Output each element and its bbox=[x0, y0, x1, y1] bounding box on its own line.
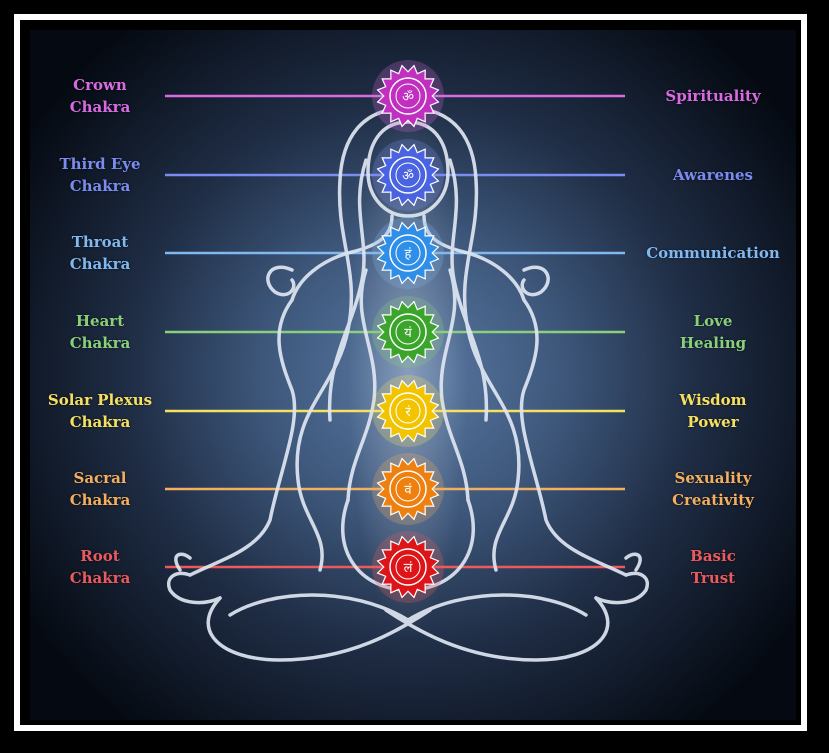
chakra-inner-ring bbox=[395, 476, 421, 502]
chakra-name-line: Chakra bbox=[69, 334, 131, 352]
chakra-inner-circle bbox=[389, 313, 427, 351]
chakra-name-line: Chakra bbox=[69, 491, 131, 509]
chakra-name-line: Crown bbox=[73, 76, 127, 94]
chakra-name-line: Heart bbox=[75, 312, 125, 330]
chakra-glyph: लं bbox=[404, 561, 413, 576]
chakra-glyph: रं bbox=[405, 405, 411, 420]
chakra-diagram: ॐ ॐ हं यं रं वं लं bbox=[165, 60, 649, 662]
chakra-name-line: Chakra bbox=[69, 569, 131, 587]
chakra-quality-line: Basic bbox=[690, 547, 736, 565]
chakra-name-line: Third Eye bbox=[59, 155, 141, 173]
chakra-symbol: वं bbox=[372, 453, 444, 525]
chakra-glyph: हं bbox=[405, 247, 413, 262]
chakra-inner-ring bbox=[395, 554, 421, 580]
white-border bbox=[14, 14, 807, 731]
chakra-symbol: ॐ bbox=[372, 60, 444, 132]
chakra-quality-line: Spirituality bbox=[665, 87, 761, 105]
chakra-name-line: Throat bbox=[71, 233, 129, 251]
meditating-figure-outline bbox=[167, 106, 649, 662]
chakra-inner-circle bbox=[389, 77, 427, 115]
chakra-inner-circle bbox=[389, 234, 427, 272]
chakra-inner-ring bbox=[395, 162, 421, 188]
chakra-inner-ring bbox=[395, 240, 421, 266]
chakra-symbol: हं bbox=[372, 217, 444, 289]
chakra-inner-circle bbox=[389, 470, 427, 508]
chakra-quality-line: Wisdom bbox=[679, 391, 747, 409]
chakra-inner-circle bbox=[389, 548, 427, 586]
chakra-inner-ring bbox=[395, 319, 421, 345]
chakra-quality-line: Trust bbox=[690, 569, 736, 587]
chakra-symbol: ॐ bbox=[372, 139, 444, 211]
chakra-inner-ring bbox=[395, 83, 421, 109]
chakra-quality-label: Communication bbox=[628, 242, 796, 264]
chakra-glyph: ॐ bbox=[402, 90, 414, 105]
chakra-name-line: Chakra bbox=[69, 255, 131, 273]
chakra-quality-label: Spirituality bbox=[628, 85, 796, 107]
chakra-name-line: Solar Plexus bbox=[47, 391, 153, 409]
chakra-quality-line: Love bbox=[693, 312, 733, 330]
chakra-symbol: लं bbox=[372, 531, 444, 603]
chakra-quality-label: Awarenes bbox=[628, 164, 796, 186]
chakra-quality-line: Creativity bbox=[672, 491, 754, 509]
chakra-symbols: ॐ ॐ हं यं रं वं लं bbox=[372, 60, 444, 603]
chakra-inner-circle bbox=[389, 392, 427, 430]
chakra-inner-circle bbox=[389, 156, 427, 194]
chakra-name-line: Sacral bbox=[73, 469, 127, 487]
chakra-name-line: Root bbox=[80, 547, 120, 565]
chakra-glyph: वं bbox=[404, 483, 412, 498]
chakra-name-line: Chakra bbox=[69, 98, 131, 116]
chakra-quality-line: Healing bbox=[679, 334, 747, 352]
chakra-inner-ring bbox=[395, 398, 421, 424]
chakra-quality-line: Power bbox=[687, 413, 739, 431]
chakra-quality-line: Communication bbox=[646, 244, 780, 262]
chakra-name-line: Chakra bbox=[69, 413, 131, 431]
chakra-quality-line: Awarenes bbox=[672, 166, 753, 184]
chakra-quality-line: Sexuality bbox=[674, 469, 752, 487]
chakra-symbol: रं bbox=[372, 375, 444, 447]
chakra-glyph: यं bbox=[404, 326, 412, 341]
body-glow bbox=[348, 100, 468, 640]
chakra-symbol: यं bbox=[372, 296, 444, 368]
chakra-name-line: Chakra bbox=[69, 177, 131, 195]
chakra-glyph: ॐ bbox=[402, 169, 414, 184]
